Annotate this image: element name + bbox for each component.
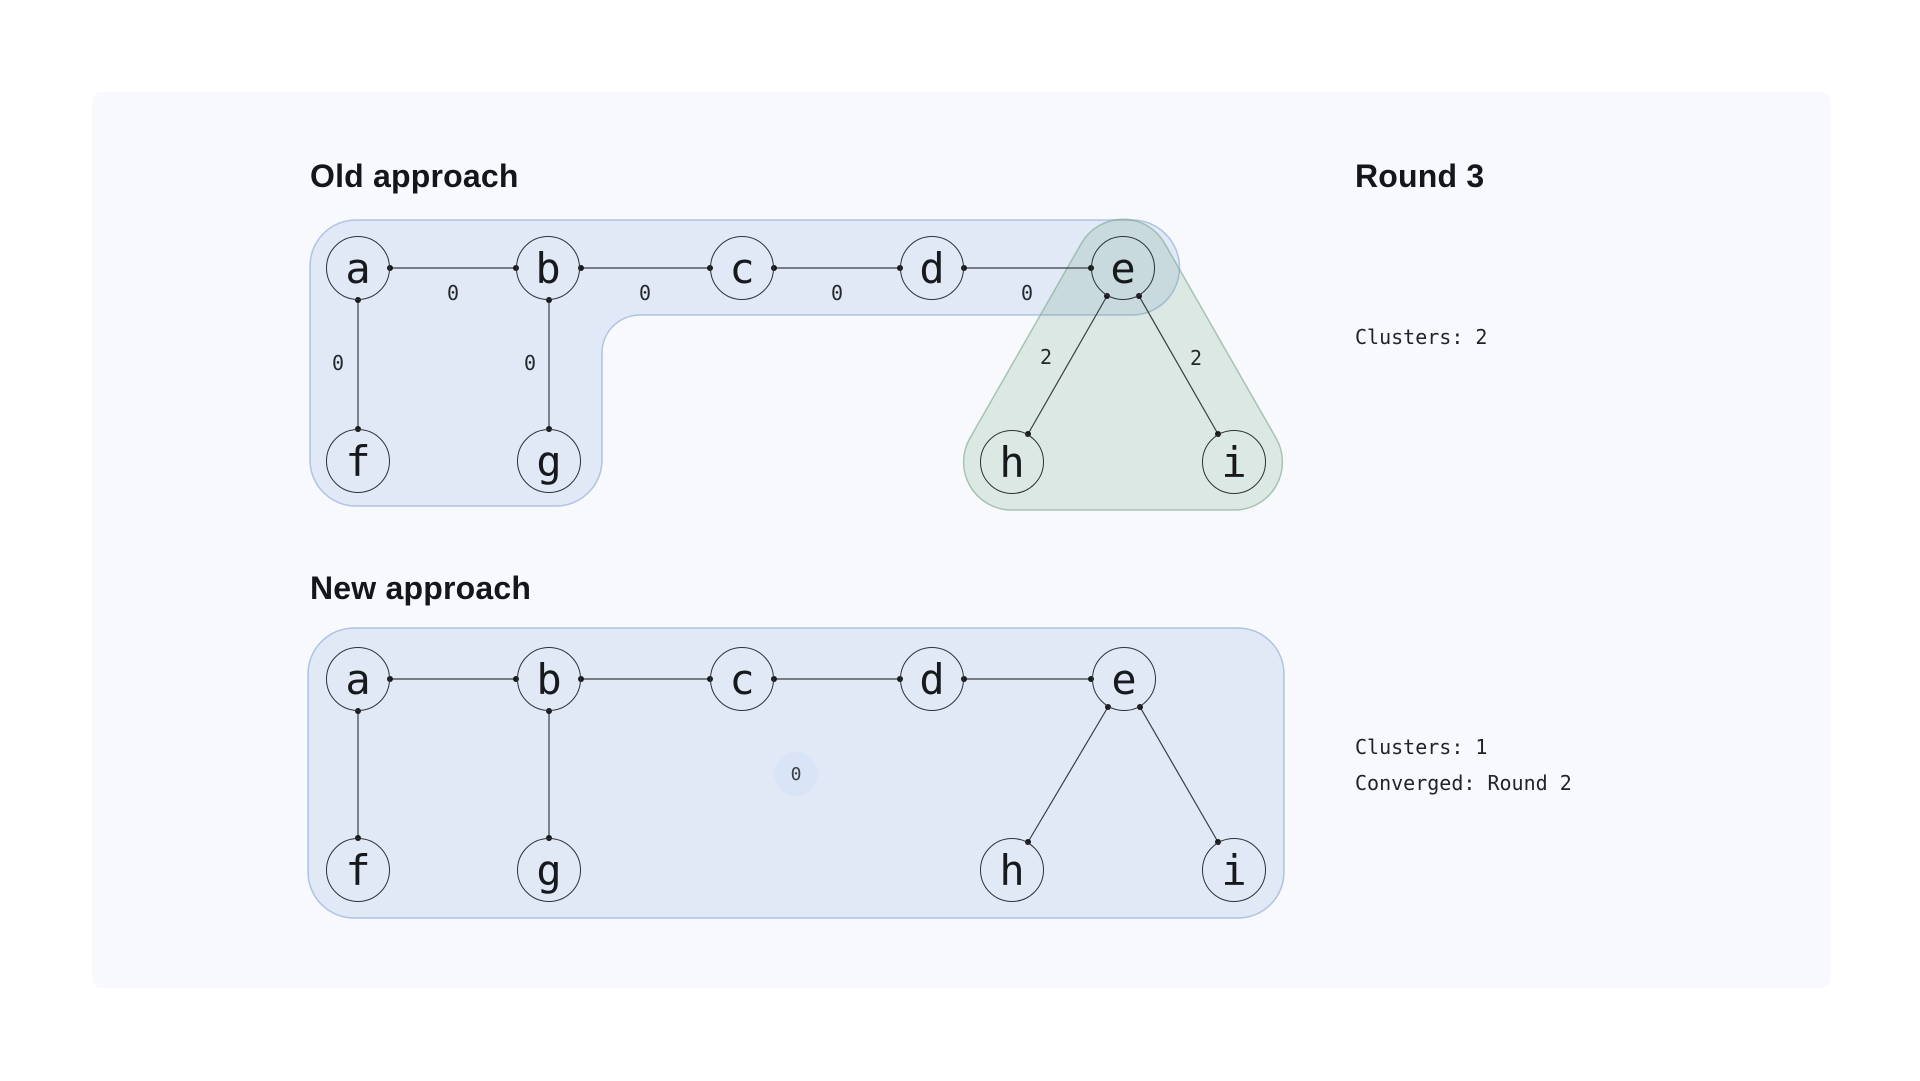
old-green-cluster-shape xyxy=(962,218,1284,511)
new-node-e: e xyxy=(1092,647,1156,711)
new-node-a: a xyxy=(326,647,390,711)
converged-status: Converged: Round 2 xyxy=(1355,771,1572,795)
new-node-f: f xyxy=(326,838,390,902)
old-edge-weight-e-h: 2 xyxy=(1039,345,1053,369)
new-node-g: g xyxy=(517,838,581,902)
old-node-d: d xyxy=(900,236,964,300)
old-edge-weight-d-e: 0 xyxy=(1020,281,1034,305)
old-node-f: f xyxy=(326,429,390,493)
old-edge-weight-e-i: 2 xyxy=(1189,346,1203,370)
old-approach-title: Old approach xyxy=(310,158,519,194)
new-graph-edges xyxy=(357,678,1219,843)
round-title: Round 3 xyxy=(1355,158,1485,194)
old-edge-weight-a-b: 0 xyxy=(446,281,460,305)
new-clusters-status: Clusters: 1 xyxy=(1355,735,1488,759)
old-graph-edges xyxy=(357,267,1219,435)
new-node-d: d xyxy=(900,647,964,711)
old-edge-weight-b-c: 0 xyxy=(638,281,652,305)
old-node-e: e xyxy=(1091,236,1155,300)
old-edge-weight-c-d: 0 xyxy=(830,281,844,305)
new-node-i: i xyxy=(1202,838,1266,902)
old-node-b: b xyxy=(516,236,580,300)
old-edge-weight-b-g: 0 xyxy=(523,351,537,375)
diagram-panel xyxy=(92,92,1830,988)
old-node-c: c xyxy=(710,236,774,300)
old-node-i: i xyxy=(1202,430,1266,494)
new-approach-title: New approach xyxy=(310,570,532,606)
old-node-g: g xyxy=(517,429,581,493)
new-node-b: b xyxy=(517,647,581,711)
old-node-h: h xyxy=(980,430,1044,494)
new-node-h: h xyxy=(980,838,1044,902)
old-node-a: a xyxy=(326,236,390,300)
new-node-c: c xyxy=(710,647,774,711)
old-edge-weight-a-f: 0 xyxy=(331,351,345,375)
new-floating-weight-bubble: 0 xyxy=(774,752,818,796)
old-clusters-status: Clusters: 2 xyxy=(1355,325,1488,349)
